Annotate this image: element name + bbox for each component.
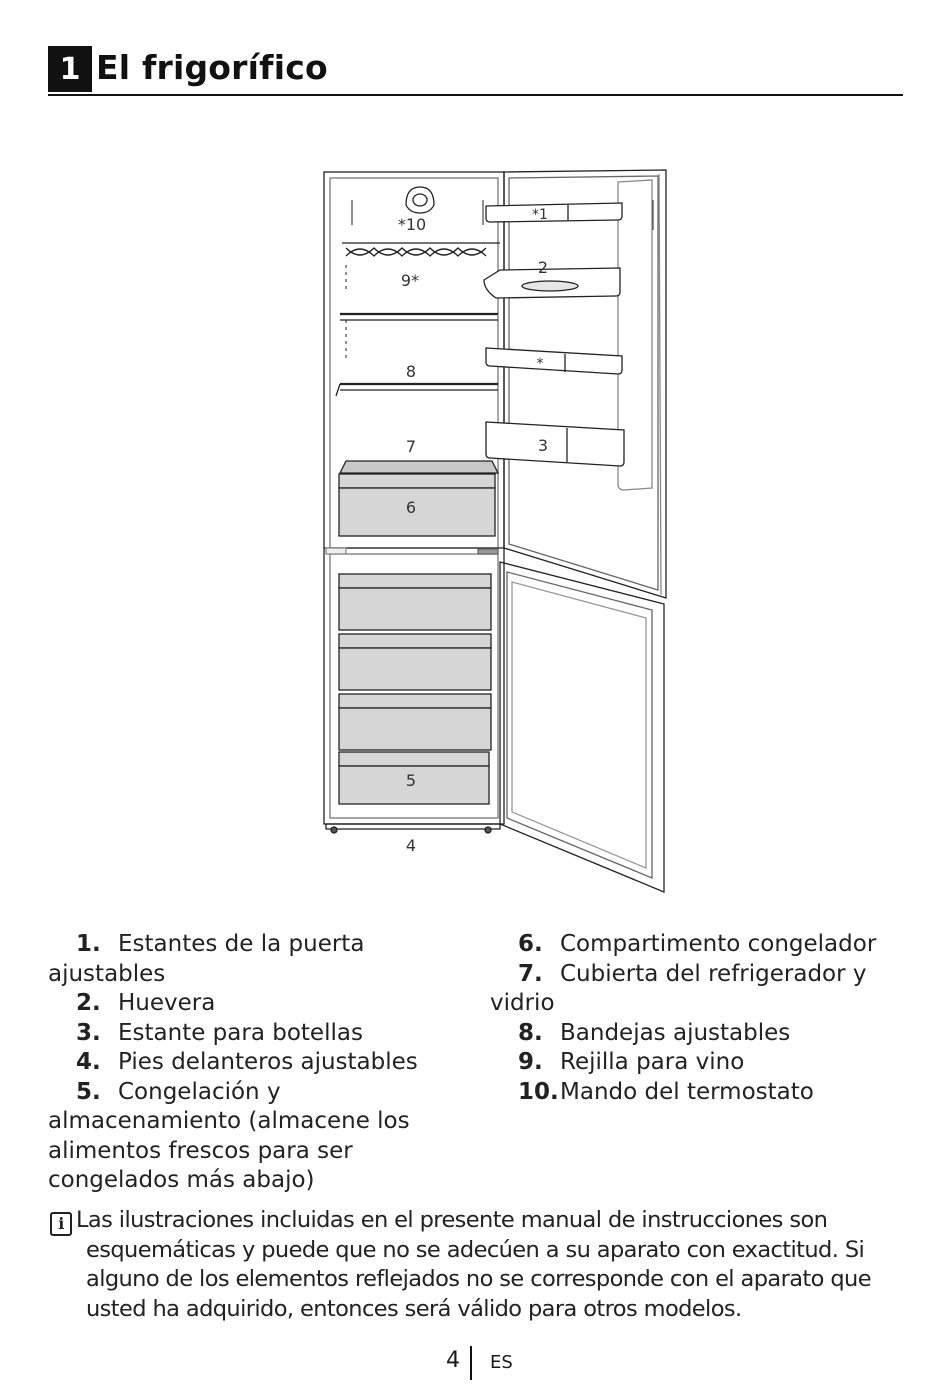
- legend-item-4: 4.Pies delanteros ajustables: [76, 1049, 418, 1075]
- label-door-shelf: *: [537, 356, 544, 372]
- freezer-drawer-3: [338, 693, 492, 751]
- label-6: 6: [406, 498, 416, 517]
- freezer-drawer-1: [338, 573, 492, 631]
- door-shelf-1: [485, 202, 623, 223]
- legend-item-9: 9.Rejilla para vino: [518, 1049, 745, 1075]
- front-foot-left: [330, 826, 338, 834]
- info-icon: i: [50, 1211, 72, 1236]
- footer-divider: [470, 1346, 472, 1380]
- legend-item-2: 2.Huevera: [76, 990, 216, 1016]
- section-header: 1 El frigorífico: [48, 46, 903, 96]
- glass-shelf-upper: [340, 312, 498, 321]
- label-10: *10: [398, 215, 426, 234]
- legend-right: 6.Compartimento congelador 7.Cubierta de…: [490, 930, 910, 1107]
- egg-tray-shelf: [483, 267, 621, 299]
- front-foot-right: [484, 826, 492, 834]
- section-number: 1: [48, 46, 92, 92]
- legend-item-8: 8.Bandejas ajustables: [518, 1019, 791, 1046]
- thermostat-knob-icon: [405, 186, 435, 214]
- legend-item-7: 7.Cubierta del refrigerador y vidrio: [490, 960, 867, 1017]
- label-5: 5: [406, 771, 416, 790]
- hinge-plate: [325, 547, 347, 555]
- thermostat-dial: [412, 193, 428, 207]
- fridge-door: [503, 169, 667, 599]
- door-shelf-3: [485, 347, 623, 375]
- page-language: ES: [490, 1352, 513, 1373]
- label-9: 9*: [401, 271, 419, 290]
- fridge-illustration: *10 *1 9* 2 * 8 7 3 6 5 4: [323, 169, 667, 893]
- freezer-door: [499, 561, 665, 893]
- section-title: El frigorífico: [96, 48, 328, 87]
- note-body: esquemáticas y puede que no se adecúen a…: [86, 1236, 872, 1322]
- freezer-drawer-4: [338, 751, 490, 805]
- freezer-drawer-2: [338, 633, 492, 691]
- legend-item-6: 6.Compartimento congelador: [518, 931, 877, 957]
- freezer-inner-wall: [329, 553, 499, 819]
- base-plinth: [325, 823, 501, 830]
- label-3: 3: [538, 436, 548, 455]
- label-1: *1: [532, 207, 548, 223]
- legend-item-5: 5.Congelación y almacenamiento (almacene…: [48, 1078, 410, 1194]
- page-number: 4: [446, 1348, 460, 1373]
- crisper-front: [338, 473, 496, 489]
- crisper-cover: [338, 460, 500, 474]
- legend-left: 1.Estantes de la puerta ajustables 2.Hue…: [48, 930, 468, 1196]
- label-4: 4: [406, 836, 416, 855]
- label-2: 2: [538, 258, 548, 277]
- legend-item-3: 3.Estante para botellas: [76, 1019, 363, 1046]
- glass-shelf-lower: [335, 382, 498, 397]
- label-7: 7: [406, 437, 416, 456]
- wine-rack: [342, 242, 500, 257]
- bottle-shelf: [485, 421, 625, 467]
- legend-item-10: 10.Mando del termostato: [518, 1078, 814, 1105]
- page-footer: 4 ES: [0, 1346, 950, 1384]
- note-first-line: Las ilustraciones incluidas en el presen…: [76, 1207, 828, 1233]
- label-8: 8: [406, 362, 416, 381]
- latch: [477, 548, 499, 555]
- legend-item-1: 1.Estantes de la puerta ajustables: [48, 931, 365, 987]
- info-note: i Las ilustraciones incluidas en el pres…: [50, 1206, 910, 1324]
- crisper-drawer: [338, 487, 496, 537]
